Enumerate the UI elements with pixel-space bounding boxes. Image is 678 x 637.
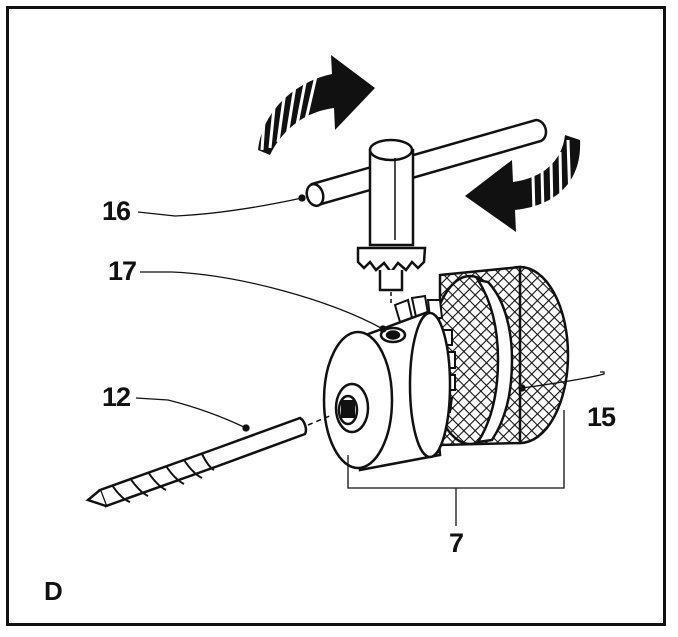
leader-lines [135,194,605,526]
callout-16-label: 16 [102,196,131,226]
callout-7-label: 7 [449,528,464,558]
drill-chuck-icon [322,265,570,472]
rotation-arrow-right-icon [465,135,581,232]
figure-corner-label: D [44,576,63,606]
rotation-arrow-top-icon [258,55,375,155]
callout-15-label: 15 [587,402,616,432]
chuck-key-icon [305,118,548,305]
callout-17-label: 17 [108,256,137,286]
callout-12-label: 12 [102,382,131,412]
drill-bit-icon [85,414,333,508]
